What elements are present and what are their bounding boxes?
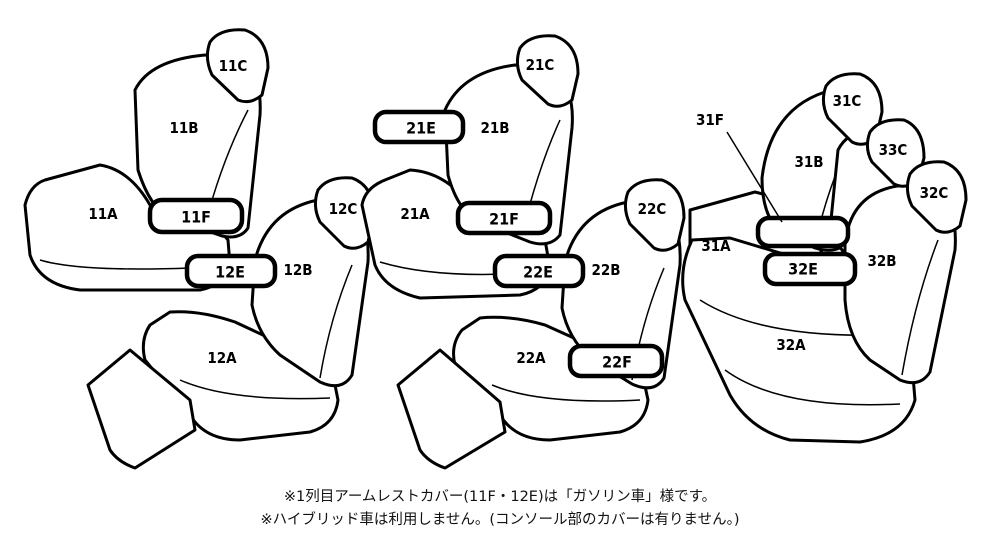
label-22c: 22C [638,200,667,218]
label-11c: 11C [219,57,248,75]
seat-31-32-bench [681,72,968,444]
armrest-31f [755,215,851,249]
label-12a: 12A [207,349,237,367]
label-32c: 32C [920,184,949,202]
label-21a: 21A [400,205,430,223]
seat-12 [86,176,376,470]
seat-12-legrest [86,348,197,470]
label-21c: 21C [526,56,555,74]
label-11a: 11A [88,205,118,223]
seat-11 [23,28,270,292]
label-31a: 31A [701,237,731,255]
armrest-21e [372,109,466,145]
seat-32b-backrest [843,183,957,385]
seat-22 [396,178,686,470]
armrest-32e [762,251,858,287]
seat-12b-backrest [250,198,370,388]
note-armrest-gasoline: ※1列目アームレストカバー(11F・12E)は「ガソリン車」様です。 [283,489,717,505]
seat-21c-headrest [515,34,580,108]
part-labels: 11C 11B 11A 11F 12C 12B 12E 12A 21C 21B … [88,56,948,372]
label-31c: 31C [833,92,862,110]
label-22e: 22E [523,263,553,282]
armrest-12e [184,253,278,289]
label-32b: 32B [867,252,896,270]
label-22f: 22F [602,353,632,372]
note-hybrid-not-applicable: ※ハイブリッド車は利用しません。(コンソール部のカバーは有りません。) [260,512,740,528]
seat-11c-headrest [205,28,270,104]
label-31b: 31B [794,153,823,171]
label-21f: 21F [489,210,519,229]
label-32e: 32E [788,260,818,279]
label-21b: 21B [480,119,509,137]
armrest-11f [147,197,245,235]
label-11f: 11F [181,208,211,227]
leader-line-31f [726,131,783,223]
label-22b: 22B [591,261,620,279]
seat-12c-headrest [313,176,376,250]
seat-22-legrest [396,348,507,470]
label-12c: 12C [329,200,358,218]
armrest-22e [492,253,586,289]
label-31f: 31F [696,111,724,129]
label-12b: 12B [283,261,312,279]
label-32a: 32A [776,336,806,354]
label-21e: 21E [406,119,436,138]
label-33c: 33C [879,141,908,159]
label-22a: 22A [516,349,546,367]
label-11b: 11B [169,119,198,137]
label-12e: 12E [215,263,245,282]
armrest-22f [567,343,665,379]
seat-22c-headrest [623,178,686,252]
seat-32c-headrest [905,160,968,234]
armrest-21f [455,200,553,236]
notes: ※1列目アームレストカバー(11F・12E)は「ガソリン車」様です。 ※ハイブリ… [0,486,1000,532]
